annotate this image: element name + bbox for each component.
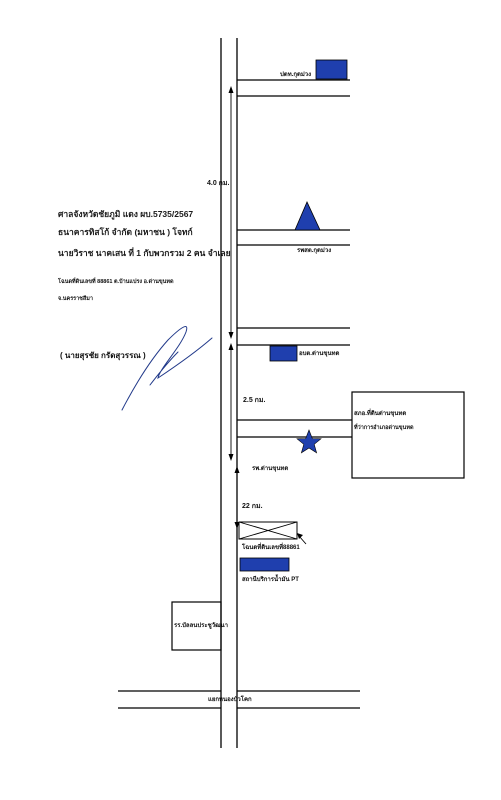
star-marker-icon (296, 429, 322, 454)
hospital-label: รพ.ด่านขุนทด (252, 466, 289, 472)
arrowhead (228, 343, 234, 350)
district-admin-label: ที่ว่าการอำเภอด่านขุนทด (354, 425, 414, 431)
health-hospital-label: รพสต.กุดม่วง (297, 248, 332, 254)
distance-label-3: 22 กม. (242, 503, 263, 510)
district-office-label: อบต.ด่านขุนทด (299, 351, 340, 357)
gas-station-label: สถานีบริการน้ำมัน PT (242, 577, 299, 583)
arrowhead (297, 533, 303, 539)
school-label: รร.บัลลนประชูวัฒนา (174, 623, 228, 629)
police-station-label: สภอ.ที่ดินด่านขุนทด (354, 411, 407, 417)
signer-name: ( นายสุรชัย กรัดสุวรรณ ) (60, 351, 146, 360)
intersection-label: แยกหนองบัวโคก (208, 697, 252, 703)
defendant-line: นายวิราช นาคเสน ที่ 1 กับพวกรวม 2 คน จำเ… (58, 248, 231, 258)
arrowhead (228, 454, 234, 461)
plaintiff-line: ธนาคารทิสโก้ จำกัด (มหาชน ) โจทก์ (58, 227, 193, 237)
signature-scribble (121, 326, 213, 411)
arrowhead (228, 86, 234, 93)
arrowhead (234, 522, 240, 529)
triangle-marker-icon (294, 201, 321, 231)
arrowhead (234, 466, 240, 473)
district-office-marker (269, 345, 298, 362)
gas-station-marker (239, 557, 290, 572)
province-line: จ.นครราชสีมา (58, 296, 93, 302)
court-line: ศาลจังหวัดชัยภูมิ แดง ผบ.5735/2567 (58, 209, 194, 219)
post-office-marker (315, 59, 348, 80)
parcel-cross (238, 521, 298, 540)
arrowhead (228, 332, 234, 339)
post-office-label: ปตท.กุดม่วง (280, 72, 312, 78)
deed-line: โฉนดที่ดินเลขที่ 88861 ต.บ้านแปรง อ.ด่าน… (58, 279, 174, 285)
target-parcel-label: โฉนดที่ดินเลขที่88861 (242, 545, 300, 551)
distance-label-2: 2.5 กม. (243, 397, 266, 404)
school-box (171, 601, 222, 651)
police-station-box (351, 391, 465, 479)
distance-label-1: 4.0 กม. (207, 180, 230, 187)
